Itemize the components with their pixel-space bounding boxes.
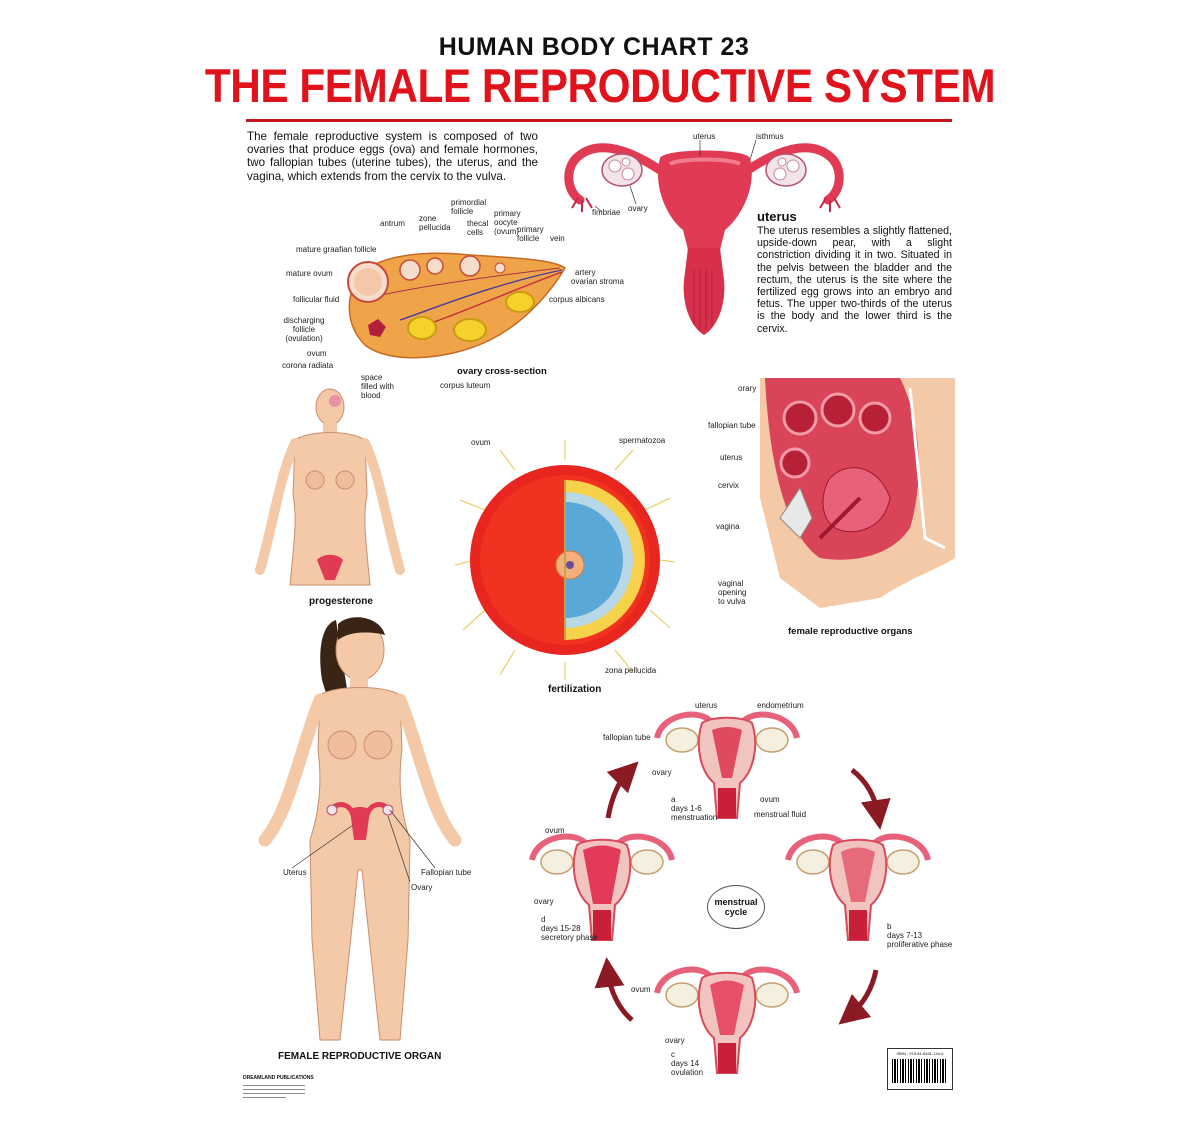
chart-subtitle: HUMAN BODY CHART 23 <box>438 33 750 61</box>
primary-oocyte-label: primary oocyte (ovum) <box>494 209 521 236</box>
title-rule <box>246 119 952 122</box>
orary-label: orary <box>738 384 757 393</box>
ovarian-stroma-label: ovarian stroma <box>571 277 624 286</box>
stage-a-menstrual-fluid-label: menstrual fluid <box>754 810 807 819</box>
stage-a-ovary-label: ovary <box>652 768 672 777</box>
antrum-label: antrum <box>380 219 405 228</box>
cycle-stage-d-uterus <box>529 833 675 941</box>
fimbriae-label: fimbriae <box>592 208 621 217</box>
ovum-label-ovary: ovum <box>307 349 327 358</box>
ovary-cross-section-caption: ovary cross-section <box>457 366 547 377</box>
corpus-albicans-label: corpus albicans <box>549 295 605 304</box>
publisher-name: DREAMLAND PUBLICATIONS <box>243 1075 314 1081</box>
vagina-label: vagina <box>716 522 740 531</box>
menstrual-cycle-label: menstrual cycle <box>714 897 758 917</box>
uterus-illustration <box>564 139 844 335</box>
stage-c-ovary-label: ovary <box>665 1036 685 1045</box>
fallopian-tube-label-organs: fallopian tube <box>708 421 756 430</box>
ovary-cross-section-illustration <box>347 252 566 359</box>
cervix-label: cervix <box>718 481 739 490</box>
thecal-cells-label: thecal cells <box>467 219 489 237</box>
stage-d-caption: d days 15-28 secretory phase <box>541 915 598 942</box>
vaginal-opening-label: vaginal opening to vulva <box>718 579 747 606</box>
ovum-label-fert: ovum <box>471 438 491 447</box>
female-body-figure <box>258 617 462 1041</box>
arrow-d-to-a <box>605 761 639 819</box>
fertilization-caption: fertilization <box>548 684 602 695</box>
progesterone-caption: progesterone <box>309 596 373 607</box>
fallopian-tube-label-body: Fallopian tube <box>421 868 472 877</box>
stage-b-caption: b days 7-13 proliferative phase <box>887 922 953 949</box>
organs-caption: female reproductive organs <box>788 626 913 637</box>
intro-paragraph: The female reproductive system is compos… <box>247 130 538 183</box>
stage-a-ovum-label: ovum <box>760 795 780 804</box>
stage-c-caption: c days 14 ovulation <box>671 1050 704 1077</box>
uterus-label-organs: uterus <box>720 453 743 462</box>
ovary-label-body: Ovary <box>411 883 433 892</box>
follicular-fluid-label: follicular fluid <box>293 295 340 304</box>
stage-c-ovum-label: ovum <box>631 985 651 994</box>
arrow-a-to-b <box>850 768 891 830</box>
barcode <box>892 1059 948 1083</box>
artery-label: artery <box>575 268 596 277</box>
uterus-paragraph: The uterus resembles a slightly flattene… <box>757 225 952 335</box>
cycle-stage-c-uterus <box>654 966 800 1074</box>
stage-a-caption: a days 1-6 menstruation <box>671 795 718 822</box>
mature-graafian-label: mature graafian follicle <box>296 245 377 254</box>
cycle-arrows <box>594 761 891 1025</box>
uterus-label-body: Uterus <box>283 868 307 877</box>
menstrual-cycle-center: menstrual cycle <box>707 885 765 929</box>
stage-d-ovary-label: ovary <box>534 897 554 906</box>
chart-title: THE FEMALE REPRODUCTIVE SYSTEM <box>204 59 996 112</box>
progesterone-figure <box>255 388 405 586</box>
sagittal-organs-illustration <box>760 378 955 608</box>
isbn-text: ISBN : 978-81-8451-144-6 <box>896 1051 944 1056</box>
fertilization-illustration <box>454 440 676 680</box>
discharging-follicle-label: discharging follicle (ovulation) <box>283 316 325 343</box>
stage-a-endometrium-label: endometrium <box>757 701 804 710</box>
mature-ovum-label: mature ovum <box>286 269 333 278</box>
zone-pellucida-label: zone pellucida <box>419 214 451 232</box>
uterus-label-top: uterus <box>693 132 716 141</box>
ovary-label-top: ovary <box>628 204 648 213</box>
primary-follicle-label: primary follicle <box>517 225 544 243</box>
cycle-stage-a-uterus <box>654 711 800 819</box>
corona-radiata-label: corona radiata <box>282 361 334 370</box>
stage-a-uterus-label: uterus <box>695 701 718 710</box>
isthmus-label: isthmus <box>756 132 784 141</box>
stage-a-fallopian-label: fallopian tube <box>603 733 651 742</box>
isbn-barcode-box: ISBN : 978-81-8451-144-6 <box>887 1048 953 1090</box>
arrow-c-to-d <box>594 957 634 1022</box>
publisher-address-block <box>243 1082 305 1104</box>
uterus-heading: uterus <box>757 209 797 224</box>
space-filled-label: space filled with blood <box>361 373 394 400</box>
vein-label: vein <box>550 234 565 243</box>
stage-d-ovum-label: ovum <box>545 826 565 835</box>
spermatozoa-label: spermatozoa <box>619 436 666 445</box>
corpus-luteum-label: corpus luteum <box>440 381 491 390</box>
primordial-follicle-label: primordial follicle <box>451 198 487 216</box>
arrow-b-to-c <box>838 969 879 1025</box>
body-figure-caption: FEMALE REPRODUCTIVE ORGAN <box>278 1051 442 1062</box>
zona-pellucida-label: zona pellucida <box>605 666 657 675</box>
cycle-stage-b-uterus <box>785 833 931 941</box>
